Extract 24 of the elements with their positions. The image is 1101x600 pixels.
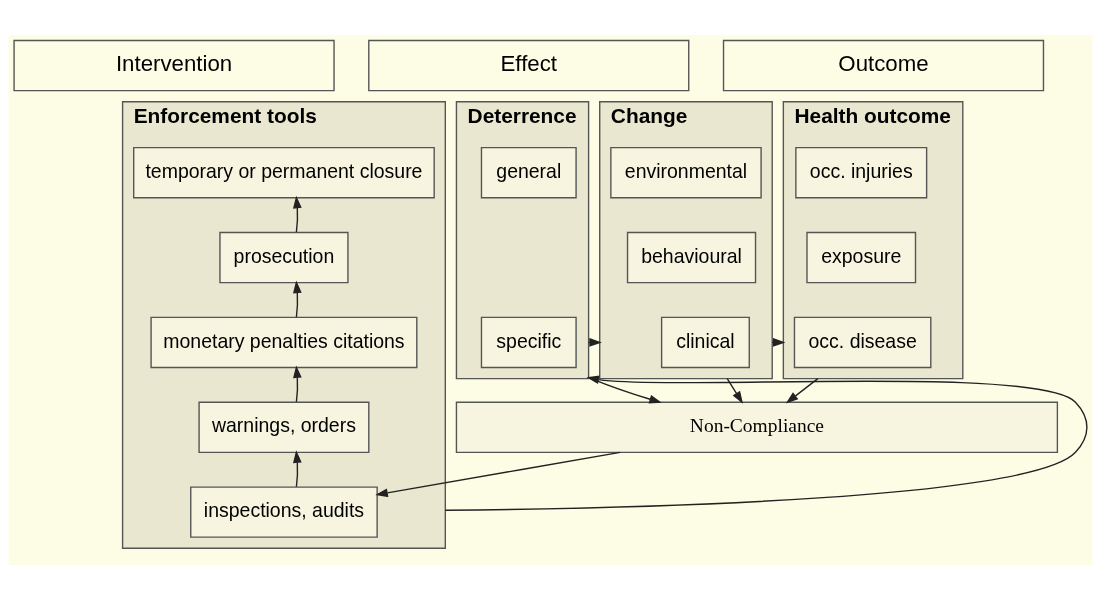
arrow bbox=[293, 450, 302, 488]
node-box: occ. injuries bbox=[795, 147, 928, 199]
node-box: Intervention bbox=[13, 39, 335, 92]
arrow bbox=[293, 365, 302, 403]
node-box: general bbox=[480, 147, 577, 199]
arrow bbox=[375, 451, 621, 498]
node-box: Outcome bbox=[722, 39, 1045, 92]
node-box: Effect bbox=[368, 39, 690, 92]
arrow bbox=[785, 377, 819, 404]
node-box: clinical bbox=[660, 316, 750, 369]
node-box: exposure bbox=[806, 231, 917, 284]
node-box: specific bbox=[480, 316, 577, 369]
arrow bbox=[293, 280, 302, 318]
node-box: prosecution bbox=[219, 231, 349, 284]
arrow bbox=[293, 195, 302, 233]
arrow bbox=[726, 377, 743, 404]
node-box: behavioural bbox=[626, 231, 757, 284]
node-box: environmental bbox=[610, 147, 762, 199]
node-box: occ. disease bbox=[793, 316, 932, 369]
node-box: Non-Compliance bbox=[455, 401, 1059, 453]
node-box: temporary or permanent closure bbox=[133, 147, 435, 199]
node-box: monetary penalties citations bbox=[150, 316, 418, 369]
node-box: inspections, audits bbox=[190, 486, 378, 538]
node-box: warnings, orders bbox=[198, 401, 370, 453]
